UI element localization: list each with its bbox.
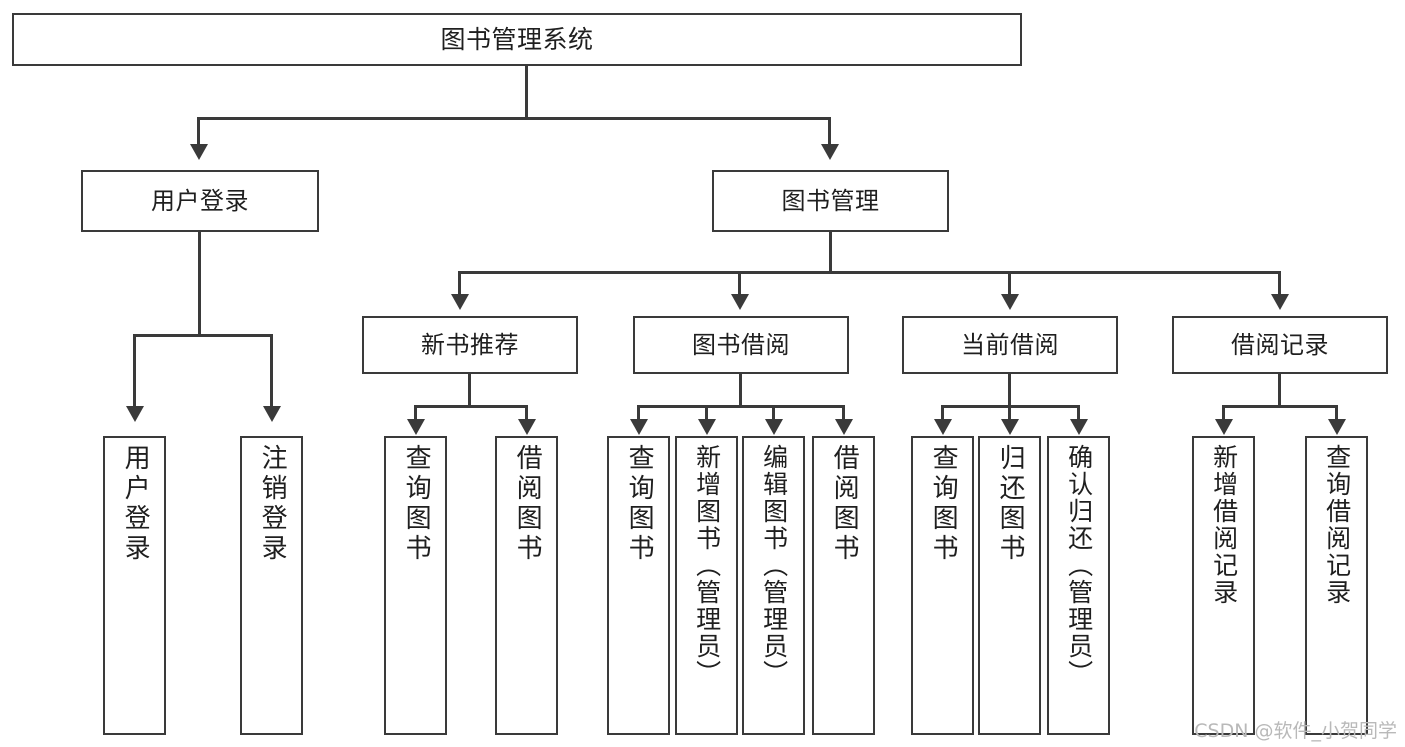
arrowhead-user-login [190,144,208,160]
connector-borrow-record-bar [1222,405,1338,408]
node-label: 图书管理 [781,186,880,215]
node-label: 编辑图书（管理员） [759,444,789,687]
arrowhead-book-manage [821,144,839,160]
node-leaf-borrow-book-1[interactable]: 借阅图书 [495,436,558,735]
arrowhead-book-borrow [731,294,749,310]
node-leaf-return-book[interactable]: 归还图书 [978,436,1041,735]
node-leaf-logout-login[interactable]: 注销登录 [240,436,303,735]
arrowhead-leaf-confirm-return [1070,419,1088,435]
watermark-text: CSDN @软件_小贺同学 [1194,720,1397,742]
arrowhead-leaf-add-book [698,419,716,435]
node-leaf-query-book-1[interactable]: 查询图书 [384,436,447,735]
node-current-borrow[interactable]: 当前借阅 [902,316,1118,374]
node-label: 新增借阅记录 [1209,444,1239,606]
connector-user-login-bar [133,334,273,337]
connector-book-manage-bar [458,271,1281,274]
node-leaf-user-login[interactable]: 用户登录 [103,436,166,735]
connector-br-drop-1 [1222,405,1225,422]
arrowhead-leaf-logout-login [263,406,281,422]
node-leaf-query-book-3[interactable]: 查询图书 [911,436,974,735]
arrowhead-leaf-query-book-2 [630,419,648,435]
arrowhead-leaf-query-record [1328,419,1346,435]
node-label: 查询图书 [624,444,655,564]
node-borrow-record[interactable]: 借阅记录 [1172,316,1388,374]
arrowhead-leaf-borrow-book-1 [518,419,536,435]
node-leaf-add-record[interactable]: 新增借阅记录 [1192,436,1255,735]
arrowhead-borrow-record [1271,294,1289,310]
node-label: 当前借阅 [961,330,1059,359]
node-root-system[interactable]: 图书管理系统 [12,13,1022,66]
connector-nbr-drop-2 [525,405,528,422]
node-label: 新书推荐 [421,330,519,359]
node-label: 归还图书 [995,444,1026,564]
connector-user-login-stem [198,232,201,336]
arrowhead-current-borrow [1001,294,1019,310]
node-leaf-query-record[interactable]: 查询借阅记录 [1305,436,1368,735]
node-label: 借阅图书 [512,444,543,564]
connector-root-bar [197,117,831,120]
node-new-book-recommend[interactable]: 新书推荐 [362,316,578,374]
connector-book-borrow-bar [637,405,845,408]
node-label: 用户登录 [120,444,151,564]
node-book-manage[interactable]: 图书管理 [712,170,949,232]
connector-user-login-drop-2 [270,334,273,408]
node-label: 查询图书 [401,444,432,564]
connector-new-book-recommend-bar [414,405,528,408]
node-label: 图书管理系统 [440,24,594,54]
connector-to-borrow-record [1278,271,1281,296]
connector-root-to-user-login [197,117,200,146]
connector-bb-drop-1 [637,405,640,422]
connector-borrow-record-stem [1278,374,1281,408]
arrowhead-leaf-return-book [1001,419,1019,435]
connector-to-new-book-recommend [458,271,461,296]
node-leaf-confirm-return[interactable]: 确认归还（管理员） [1047,436,1110,735]
arrowhead-new-book-recommend [451,294,469,310]
connector-current-borrow-stem [1008,374,1011,408]
node-label: 图书借阅 [692,330,790,359]
node-user-login[interactable]: 用户登录 [81,170,319,232]
node-label: 注销登录 [257,444,288,564]
node-label: 确认归还（管理员） [1064,444,1094,687]
connector-user-login-drop-1 [133,334,136,408]
arrowhead-leaf-edit-book [765,419,783,435]
connector-new-book-recommend-stem [468,374,471,408]
node-leaf-add-book[interactable]: 新增图书（管理员） [675,436,738,735]
connector-bb-drop-2 [705,405,708,422]
connector-cb-drop-1 [941,405,944,422]
node-leaf-edit-book[interactable]: 编辑图书（管理员） [742,436,805,735]
node-label: 查询图书 [928,444,959,564]
arrowhead-leaf-user-login [126,406,144,422]
connector-book-borrow-stem [739,374,742,408]
arrowhead-leaf-query-book-3 [934,419,952,435]
node-label: 借阅图书 [829,444,860,564]
node-book-borrow[interactable]: 图书借阅 [633,316,849,374]
node-label: 新增图书（管理员） [692,444,722,687]
connector-root-to-book-manage [828,117,831,146]
connector-cb-drop-2 [1008,405,1011,422]
node-label: 借阅记录 [1231,330,1329,359]
node-leaf-borrow-book-2[interactable]: 借阅图书 [812,436,875,735]
node-label: 用户登录 [151,186,249,215]
connector-to-book-borrow [738,271,741,296]
connector-book-manage-stem [829,232,832,274]
arrowhead-leaf-query-book-1 [407,419,425,435]
connector-br-drop-2 [1335,405,1338,422]
arrowhead-leaf-borrow-book-2 [835,419,853,435]
connector-to-current-borrow [1008,271,1011,296]
arrowhead-leaf-add-record [1215,419,1233,435]
connector-cb-drop-3 [1077,405,1080,422]
node-label: 查询借阅记录 [1322,444,1352,606]
connector-nbr-drop-1 [414,405,417,422]
connector-root-stem [525,66,528,119]
node-leaf-query-book-2[interactable]: 查询图书 [607,436,670,735]
connector-bb-drop-3 [772,405,775,422]
connector-bb-drop-4 [842,405,845,422]
